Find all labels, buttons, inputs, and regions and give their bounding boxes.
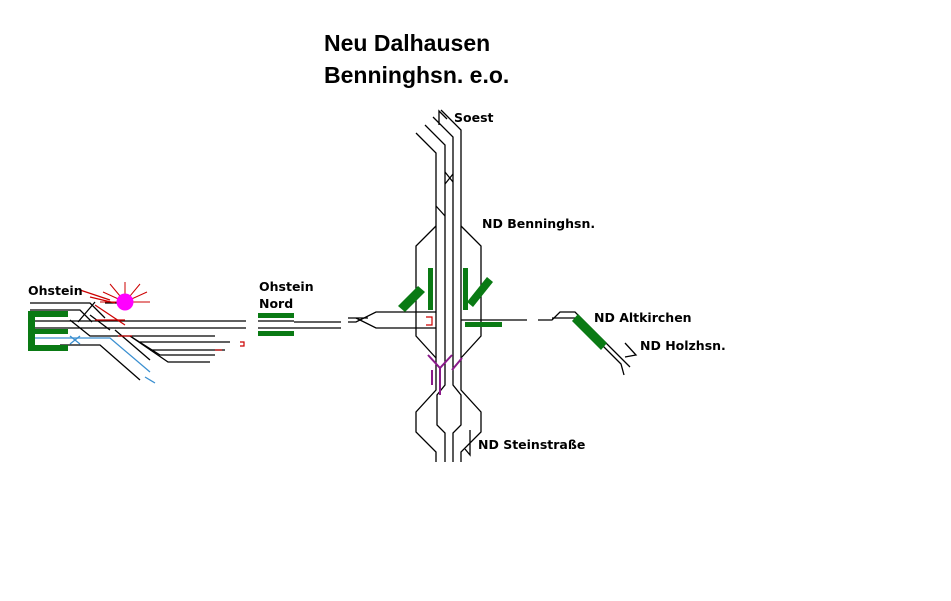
crossover-south-1 xyxy=(427,354,453,370)
signal-ohstein-1 xyxy=(79,289,111,301)
label-ohstein-nord-line-1: Ohstein xyxy=(259,279,314,294)
crossover-north-1 xyxy=(444,171,454,183)
arrow-holzhsn xyxy=(624,342,638,358)
platform-ohstein-e-top xyxy=(28,311,68,317)
yard-10 xyxy=(114,329,151,361)
platform-ohstein-e-middle xyxy=(28,329,68,334)
track-ns-4 xyxy=(440,109,482,462)
label-nd-benninghsn: ND Benninghsn. xyxy=(482,216,596,231)
label-nd-altkirchen: ND Altkirchen xyxy=(594,310,692,325)
track-west-1 xyxy=(348,311,436,323)
siding-4 xyxy=(144,376,156,384)
yard-12 xyxy=(77,301,96,323)
platform-ohstein-e-bottom xyxy=(28,345,68,351)
platform-east xyxy=(465,322,502,327)
label-nd-holzhsn: ND Holzhsn. xyxy=(640,338,726,353)
yard-2 xyxy=(30,309,93,323)
platform-station-2 xyxy=(463,268,468,310)
title-line-2: Benninghsn. e.o. xyxy=(324,62,510,88)
track-ns-2 xyxy=(424,124,446,462)
platform-altkirchen xyxy=(572,314,607,350)
label-ohstein: Ohstein xyxy=(28,283,83,298)
platform-station-1 xyxy=(428,268,433,310)
title-line-1: Neu Dalhausen xyxy=(324,30,491,56)
siding-1 xyxy=(30,337,151,373)
platform-diag-right xyxy=(467,277,493,307)
crossover-south-3 xyxy=(451,357,463,371)
crossover-north-2 xyxy=(444,173,454,185)
signal-yard-2 xyxy=(240,341,245,347)
light-marker xyxy=(116,293,134,311)
signal-station-1 xyxy=(426,316,433,326)
siding-3 xyxy=(69,335,81,345)
yard-3 xyxy=(69,319,130,337)
yard-6 xyxy=(129,335,210,363)
track-ns-3 xyxy=(432,116,462,462)
label-soest: Soest xyxy=(454,110,494,125)
yard-1 xyxy=(30,302,106,319)
platform-diag-left xyxy=(398,286,425,312)
platform-ohstein-nord-bottom xyxy=(258,331,294,336)
crossover-north-3 xyxy=(435,205,446,217)
label-nd-steinstrasse: ND Steinstraße xyxy=(478,437,586,452)
yard-9 xyxy=(60,344,141,381)
yard-11 xyxy=(89,314,111,331)
signal-ohstein-4 xyxy=(94,304,126,326)
track-ns-1 xyxy=(415,132,437,462)
platform-ohstein-nord-top xyxy=(258,313,294,318)
label-ohstein-nord-line-2: Nord xyxy=(259,296,294,311)
track-west-2 xyxy=(355,317,436,329)
arrow-steinstrasse xyxy=(464,430,471,457)
arrow-soest xyxy=(438,109,448,125)
